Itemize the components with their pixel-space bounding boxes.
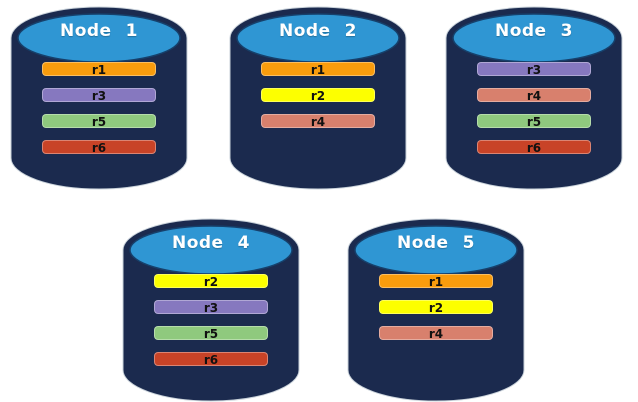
replica-bar-r6: r6 (477, 140, 591, 155)
replica-bar-r4: r4 (477, 88, 591, 103)
replica-bar-r2: r2 (261, 88, 375, 103)
replica-bar-r3: r3 (42, 88, 156, 103)
replica-bar-r4: r4 (261, 114, 375, 129)
replica-bar-r1: r1 (261, 62, 375, 77)
replica-bar-r6: r6 (154, 352, 268, 367)
replica-list: r2 r3 r5 r6 (154, 274, 268, 378)
node-label: Node 5 (396, 233, 475, 253)
replica-bar-r5: r5 (154, 326, 268, 341)
replica-list: r1 r2 r4 (379, 274, 493, 352)
replica-bar-r2: r2 (154, 274, 268, 289)
database-node-5: Node 5 r1 r2 r4 (347, 218, 525, 402)
node-label: Node 2 (278, 21, 357, 41)
replica-bar-r3: r3 (154, 300, 268, 315)
replica-list: r1 r2 r4 (261, 62, 375, 140)
replica-list: r3 r4 r5 r6 (477, 62, 591, 166)
replica-bar-r1: r1 (379, 274, 493, 289)
replica-bar-r5: r5 (42, 114, 156, 129)
replica-bar-r5: r5 (477, 114, 591, 129)
node-label: Node 1 (59, 21, 138, 41)
replica-bar-r1: r1 (42, 62, 156, 77)
replica-bar-r6: r6 (42, 140, 156, 155)
database-node-4: Node 4 r2 r3 r5 r6 (122, 218, 300, 402)
database-node-3: Node 3 r3 r4 r5 r6 (445, 6, 623, 190)
database-node-2: Node 2 r1 r2 r4 (229, 6, 407, 190)
node-label: Node 4 (171, 233, 250, 253)
replica-bar-r3: r3 (477, 62, 591, 77)
replica-bar-r4: r4 (379, 326, 493, 341)
replica-list: r1 r3 r5 r6 (42, 62, 156, 166)
database-node-1: Node 1 r1 r3 r5 r6 (10, 6, 188, 190)
replica-bar-r2: r2 (379, 300, 493, 315)
node-label: Node 3 (494, 21, 573, 41)
